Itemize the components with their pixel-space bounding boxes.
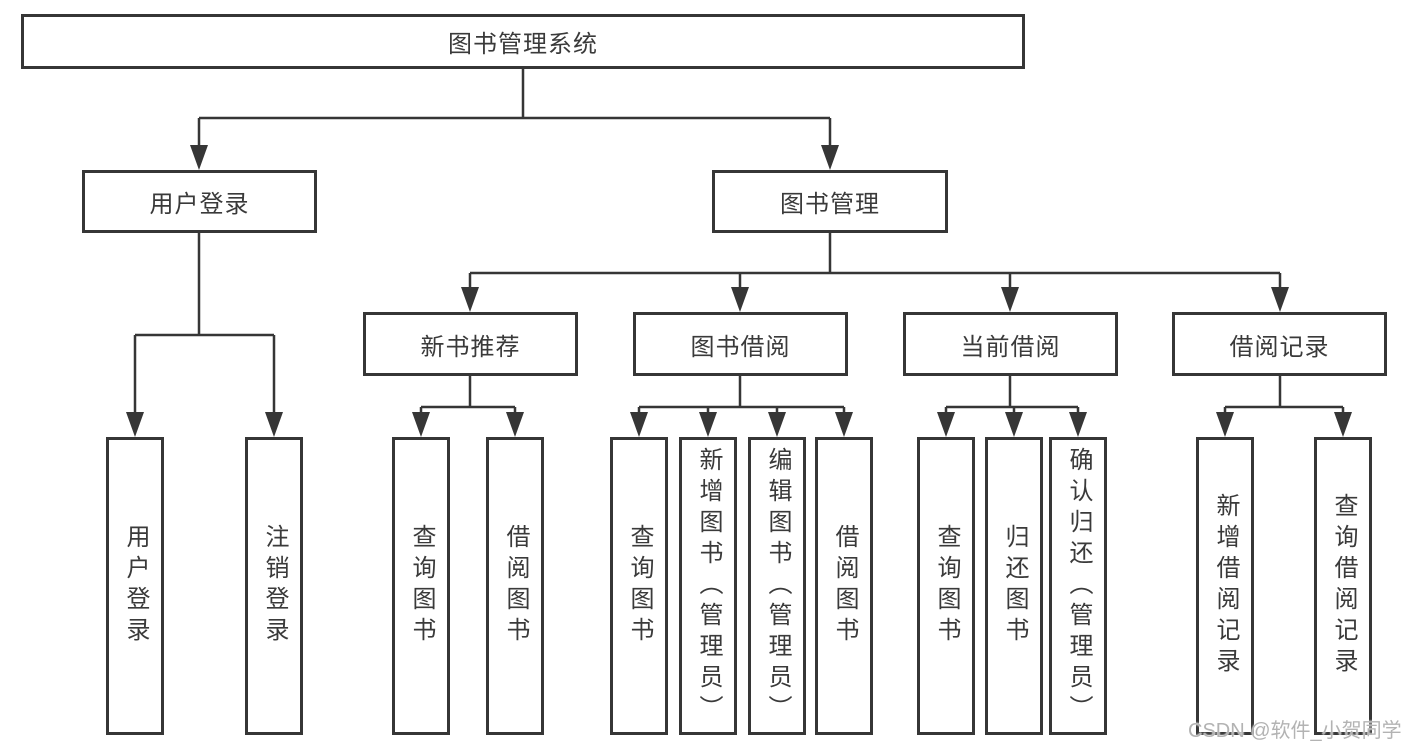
node-root: 图书管理系统 (21, 14, 1025, 69)
node-leaf-borrow-books-1-label: 借阅图书 (502, 524, 529, 648)
node-leaf-add-borrow-record-label: 新增借阅记录 (1212, 493, 1239, 679)
node-book-management-label: 图书管理 (780, 191, 880, 218)
node-leaf-query-books-1: 查询图书 (392, 437, 450, 735)
node-user-login: 用户登录 (82, 170, 317, 233)
node-leaf-confirm-return-admin: 确认归还（管理员） (1049, 437, 1107, 735)
node-current-borrow-label: 当前借阅 (960, 333, 1061, 361)
node-leaf-confirm-return-admin-label: 确认归还（管理员） (1065, 446, 1092, 726)
node-new-book-recommend-label: 新书推荐 (420, 333, 521, 361)
node-leaf-add-books-admin: 新增图书（管理员） (679, 437, 737, 735)
node-book-borrow-label: 图书借阅 (690, 333, 791, 361)
node-leaf-query-borrow-record-label: 查询借阅记录 (1330, 493, 1357, 679)
node-leaf-query-books-2-label: 查询图书 (626, 524, 653, 648)
node-leaf-edit-books-admin: 编辑图书（管理员） (748, 437, 806, 735)
node-leaf-borrow-books-1: 借阅图书 (486, 437, 544, 735)
node-new-book-recommend: 新书推荐 (363, 312, 578, 376)
node-leaf-return-books: 归还图书 (985, 437, 1043, 735)
node-book-management: 图书管理 (712, 170, 948, 233)
node-leaf-borrow-books-2: 借阅图书 (815, 437, 873, 735)
node-leaf-query-books-3-label: 查询图书 (933, 524, 960, 648)
node-leaf-query-books-2: 查询图书 (610, 437, 668, 735)
node-leaf-edit-books-admin-label: 编辑图书（管理员） (764, 446, 791, 726)
node-borrow-records: 借阅记录 (1172, 312, 1387, 376)
node-leaf-add-books-admin-label: 新增图书（管理员） (695, 446, 722, 726)
node-leaf-query-books-3: 查询图书 (917, 437, 975, 735)
node-book-borrow: 图书借阅 (633, 312, 848, 376)
node-root-label: 图书管理系统 (448, 31, 598, 58)
node-leaf-add-borrow-record: 新增借阅记录 (1196, 437, 1254, 735)
node-current-borrow: 当前借阅 (903, 312, 1118, 376)
csdn-watermark: CSDN @软件_小贺同学 (1188, 720, 1402, 742)
node-borrow-records-label: 借阅记录 (1229, 333, 1330, 361)
node-leaf-logout-label: 注销登录 (261, 524, 288, 648)
node-leaf-query-books-1-label: 查询图书 (408, 524, 435, 648)
node-leaf-user-login: 用户登录 (106, 437, 164, 735)
node-leaf-logout: 注销登录 (245, 437, 303, 735)
node-leaf-borrow-books-2-label: 借阅图书 (831, 524, 858, 648)
node-user-login-label: 用户登录 (149, 191, 250, 218)
node-leaf-user-login-label: 用户登录 (122, 524, 149, 648)
node-leaf-return-books-label: 归还图书 (1001, 524, 1028, 648)
node-leaf-query-borrow-record: 查询借阅记录 (1314, 437, 1372, 735)
